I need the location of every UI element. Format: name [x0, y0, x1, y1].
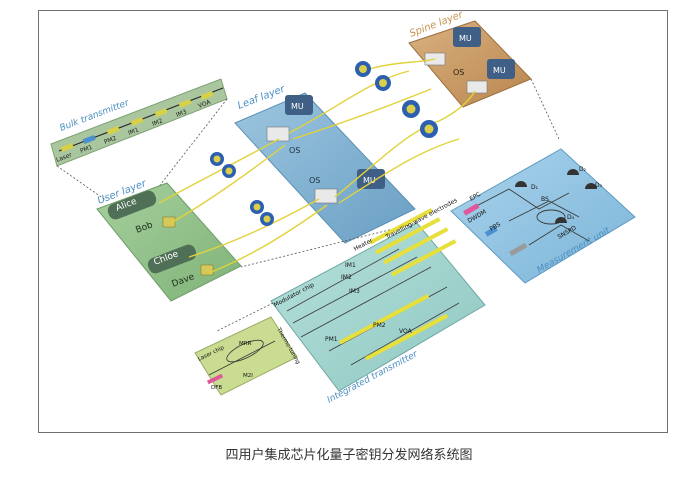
im2-label: IM2 [341, 274, 352, 281]
detector-icon [585, 183, 597, 189]
spool-icon [355, 61, 371, 77]
spool-icon [375, 75, 391, 91]
bulk-im3-label: IM3 [175, 108, 188, 118]
svg-text:MU: MU [363, 176, 376, 185]
network-diagram: Laser PM1 PM2 IM1 IM2 IM3 VOA Bulk trans… [50, 11, 636, 406]
user-layer: User layer Alice Bob Chloe Dave [96, 178, 242, 302]
detector-icon [515, 181, 527, 187]
leaf-mu-top: MU [285, 95, 313, 115]
spool-icon [260, 212, 274, 226]
spool-icon [420, 120, 438, 138]
svg-text:OS: OS [453, 68, 464, 77]
bulk-voa-label: VOA [197, 98, 212, 109]
bulk-pm2-label: PM2 [103, 135, 117, 146]
integrated-transmitter: Modulator chip Heater Travelling-wave el… [216, 197, 486, 406]
laser-mrr-label: MRR [239, 341, 252, 347]
leaf-mu-bottom: MU [357, 169, 385, 189]
measurement-unit: EPC DWDM PBS BS SNSPD D₁ D₂ D₃ D₄ Measur… [450, 148, 636, 284]
detector-label-3: D₃ [595, 182, 603, 189]
fiber-links [158, 58, 476, 274]
detector-label-2: D₂ [579, 166, 587, 173]
spool-icon [222, 164, 236, 178]
laser-dfb-label: DFB [211, 385, 222, 391]
spine-mu-top: MU [453, 27, 481, 47]
svg-text:OS: OS [309, 176, 320, 185]
bulk-im2-label: IM2 [151, 117, 164, 127]
fiber-spools [210, 61, 438, 226]
im1-label: IM1 [345, 262, 356, 269]
spool-icon [402, 100, 420, 118]
laser-m2i-label: M2I [243, 373, 253, 379]
figure-caption: 四用户集成芯片化量子密钥分发网络系统图 [225, 448, 473, 463]
bulk-im1-label: IM1 [127, 126, 140, 136]
im3-label: IM3 [349, 288, 360, 295]
spool-icon [210, 152, 224, 166]
pm2-label: PM2 [373, 322, 386, 329]
bulk-pm1-label: PM1 [79, 144, 93, 155]
svg-text:MU: MU [291, 102, 304, 111]
diagram-frame: Laser PM1 PM2 IM1 IM2 IM3 VOA Bulk trans… [38, 10, 668, 433]
voa-label: VOA [399, 328, 413, 335]
laser-chip: Laser chip MRR M2I DFB Thermo-tuning [194, 316, 301, 396]
svg-text:OS: OS [289, 146, 300, 155]
detector-icon [555, 217, 567, 223]
spool-icon [250, 200, 264, 214]
spine-layer: Spine layer MU OS MU [408, 11, 560, 140]
meas-label-epc: EPC [469, 191, 483, 203]
detector-icon [567, 169, 579, 175]
detector-label-4: D₄ [567, 214, 575, 221]
spine-mu-bottom: MU [487, 59, 515, 79]
meas-label-bs: BS [541, 196, 549, 203]
svg-text:MU: MU [459, 34, 472, 43]
detector-label-1: D₁ [531, 184, 539, 191]
svg-text:MU: MU [493, 66, 506, 75]
meas-label-pbs: PBS [489, 221, 503, 233]
user-node-alice: Alice [107, 190, 157, 220]
pm1-label: PM1 [325, 336, 338, 343]
leaf-os-top: OS [266, 126, 300, 155]
